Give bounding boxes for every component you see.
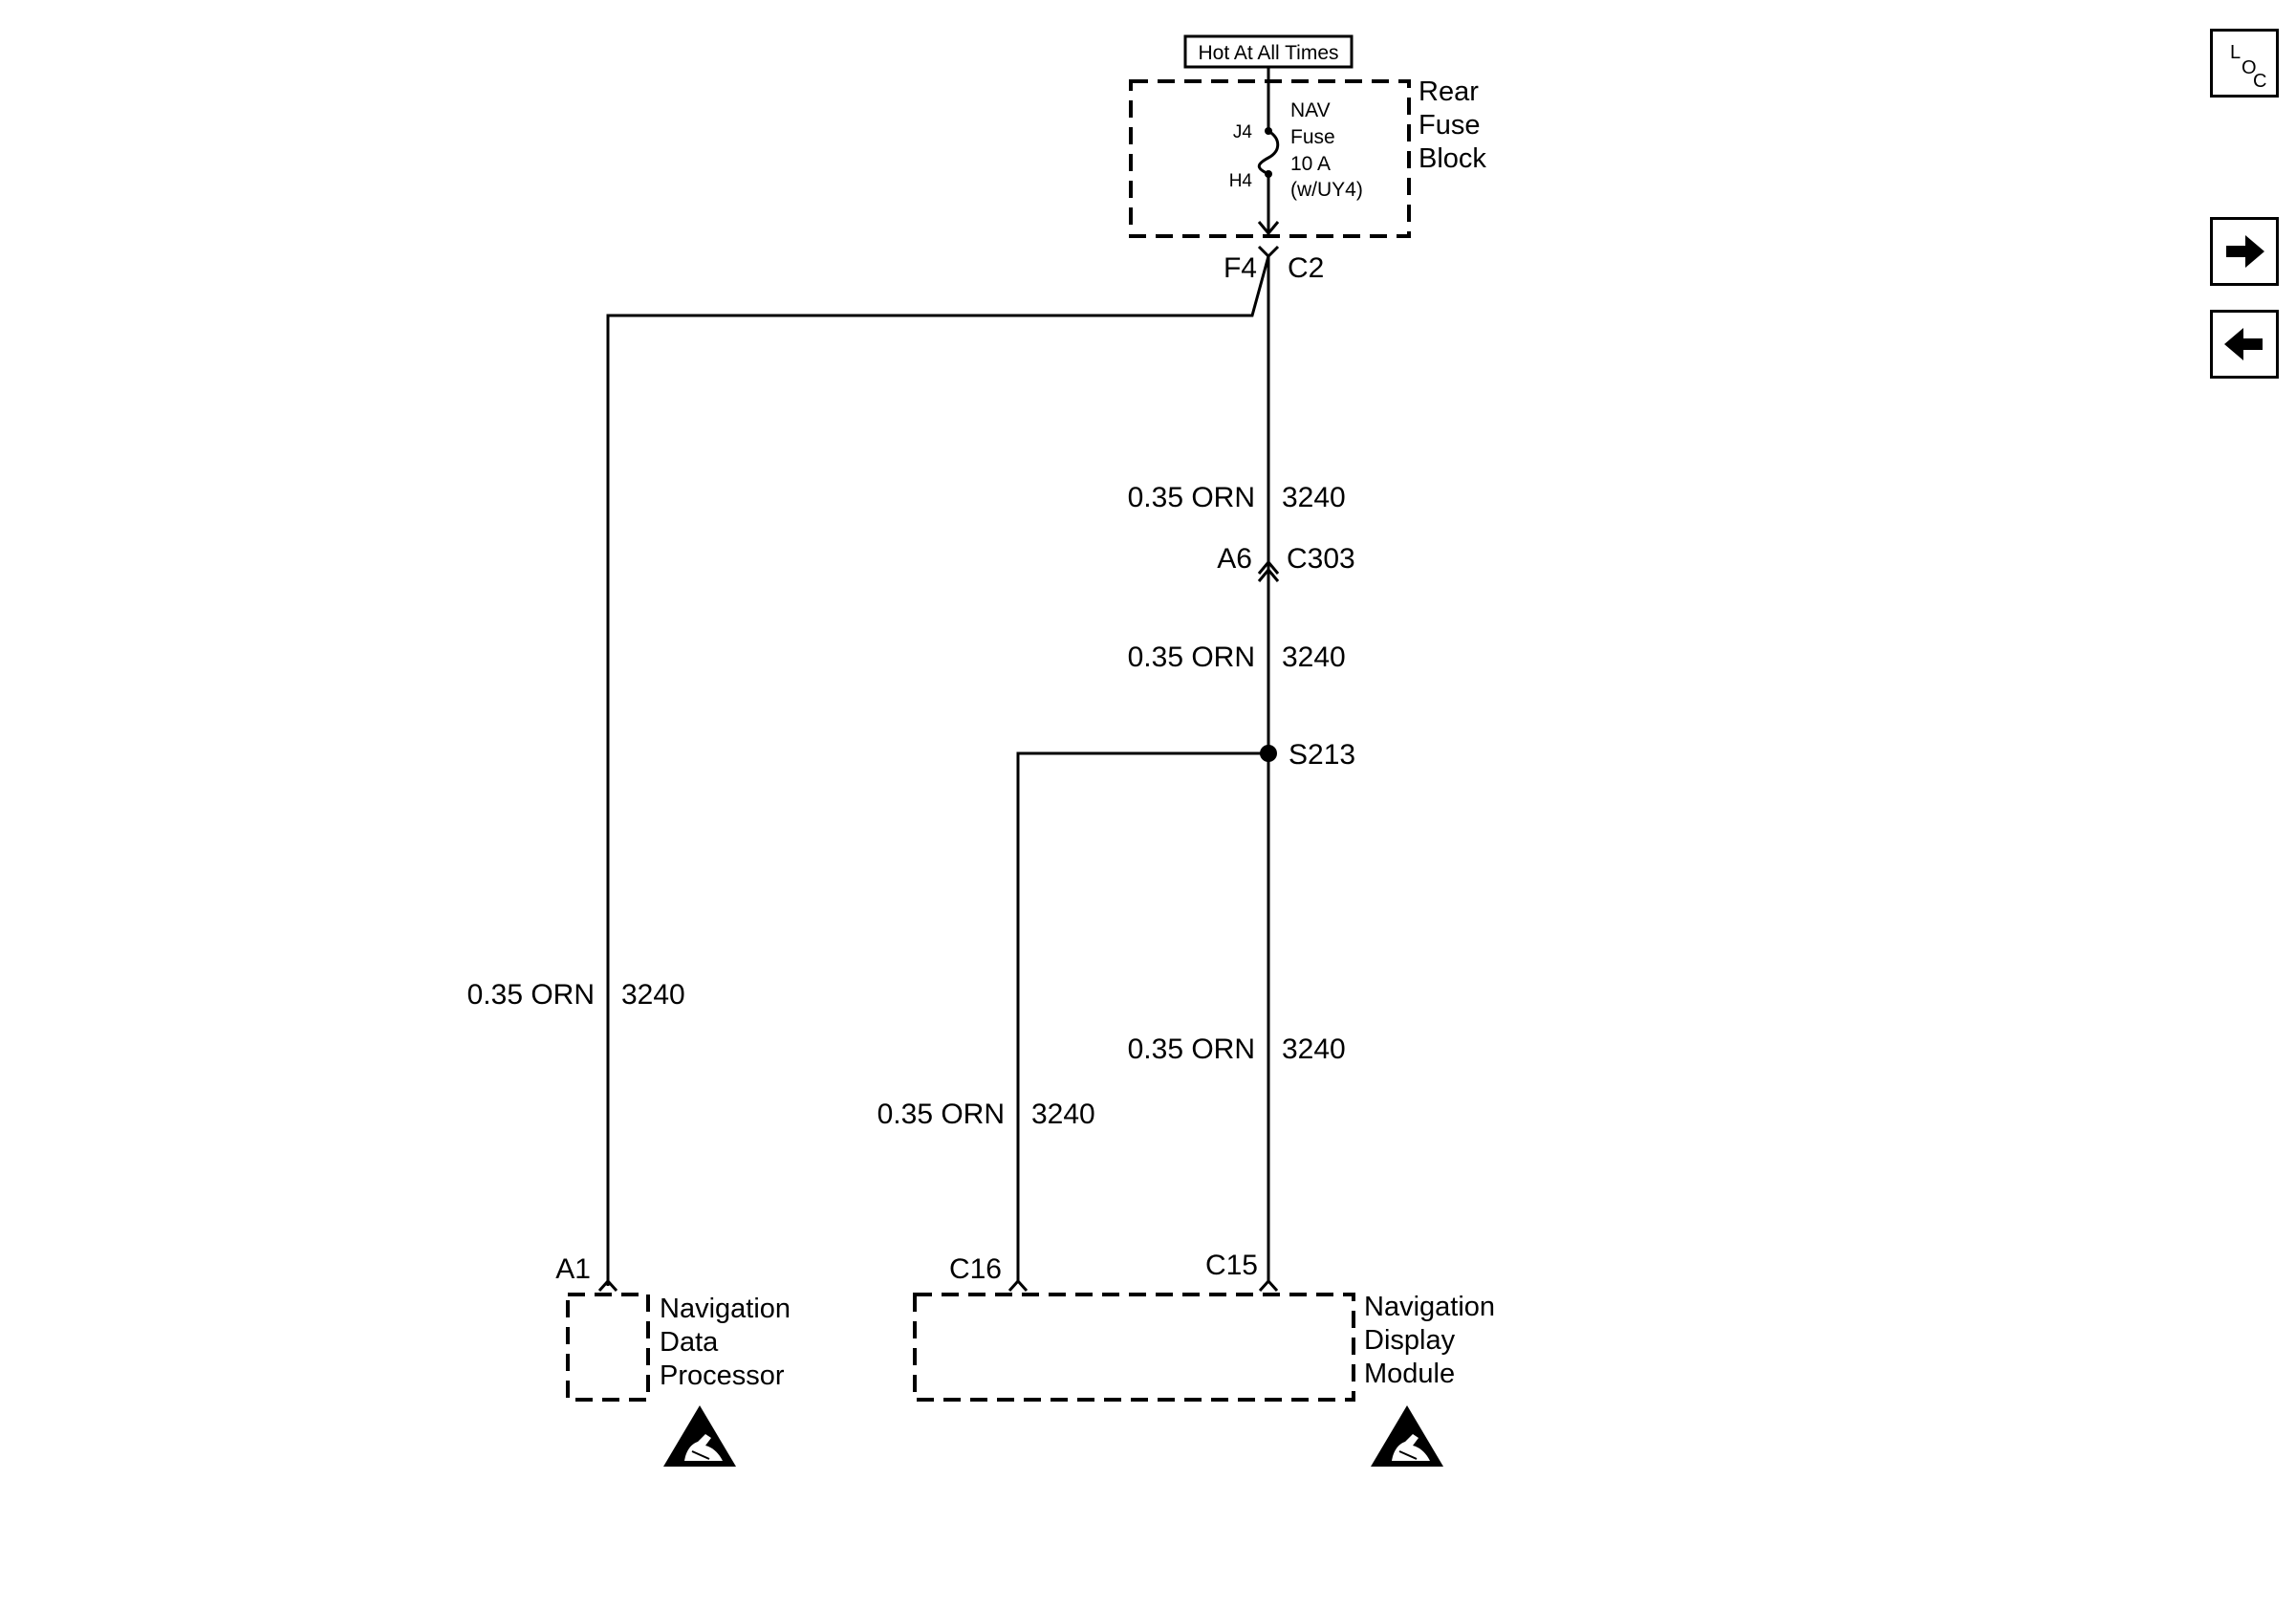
wire-ndm-left-circuit: 3240 <box>1031 1099 1095 1130</box>
loc-icon: L O C <box>2230 42 2266 92</box>
arrow-left-icon <box>2224 328 2263 360</box>
next-page-button[interactable] <box>2210 217 2279 286</box>
ndm-pin-c15: C15 <box>1205 1250 1258 1281</box>
ndp-name-1: Navigation <box>660 1294 791 1324</box>
wire-mid-circuit: 3240 <box>1282 642 1346 673</box>
svg-text:C: C <box>2253 71 2266 92</box>
fuse-text-3: 10 A <box>1290 153 1331 175</box>
a1-connector-icon <box>597 1278 618 1293</box>
rear-fuse-block-name-3: Block <box>1419 143 1486 174</box>
c16-connector-icon <box>1007 1278 1029 1293</box>
ndm-name-2: Display <box>1364 1325 1456 1356</box>
ndp-pin-a1: A1 <box>555 1253 591 1285</box>
fuse-icon <box>1257 129 1280 176</box>
esd-sensitive-icon <box>663 1405 736 1467</box>
fuse-output-arrow-icon <box>1257 221 1280 236</box>
svg-text:O: O <box>2242 57 2257 78</box>
wire-ndm-right-gauge: 0.35 ORN <box>1128 1033 1255 1065</box>
c2-connector-icon <box>1257 245 1280 259</box>
ndm-name-3: Module <box>1364 1359 1455 1389</box>
wire-mid-gauge: 0.35 ORN <box>1128 642 1255 673</box>
wire-ndp-gauge: 0.35 ORN <box>467 979 595 1011</box>
ndm-name-1: Navigation <box>1364 1292 1495 1322</box>
ndp-name-2: Data <box>660 1327 719 1358</box>
ndp-name-3: Processor <box>660 1360 785 1391</box>
wire-ndp-circuit: 3240 <box>621 979 685 1011</box>
c2-connector-label: C2 <box>1288 252 1324 284</box>
c303-pin-label: A6 <box>1217 543 1252 575</box>
navigation-display-module-box <box>913 1293 1355 1402</box>
rear-fuse-block-name-2: Fuse <box>1419 110 1480 141</box>
splice-s213-label: S213 <box>1289 739 1355 771</box>
esd-sensitive-icon <box>1371 1405 1443 1467</box>
fuse-text-1: NAV <box>1290 99 1331 121</box>
wire-ndp <box>606 255 1270 1286</box>
c303-connector-label: C303 <box>1287 543 1355 575</box>
location-view-button[interactable]: L O C <box>2210 29 2279 98</box>
hot-at-all-times-label: Hot At All Times <box>1198 42 1338 64</box>
ndm-pin-c16: C16 <box>949 1253 1002 1285</box>
fuse-text-2: Fuse <box>1290 126 1335 148</box>
fuse-pin-j4: J4 <box>1233 122 1253 142</box>
fuse-text-4: (w/UY4) <box>1290 179 1363 201</box>
navigation-data-processor-box <box>566 1293 650 1402</box>
c2-pin-label: F4 <box>1224 252 1257 284</box>
wire-ndm-right-circuit: 3240 <box>1282 1033 1346 1065</box>
svg-text:L: L <box>2230 42 2241 63</box>
rear-fuse-block-name-1: Rear <box>1419 76 1479 107</box>
wire-ndm-left <box>1016 751 1268 1281</box>
fuse-pin-h4: H4 <box>1229 171 1253 191</box>
arrow-right-icon <box>2226 235 2264 268</box>
previous-page-button[interactable] <box>2210 310 2279 379</box>
c303-connector-icon-2 <box>1257 559 1280 575</box>
c15-connector-icon <box>1258 1278 1279 1293</box>
wire-upper-gauge: 0.35 ORN <box>1128 482 1255 513</box>
wire-upper-circuit: 3240 <box>1282 482 1346 513</box>
wire-ndm-left-gauge: 0.35 ORN <box>877 1099 1005 1130</box>
